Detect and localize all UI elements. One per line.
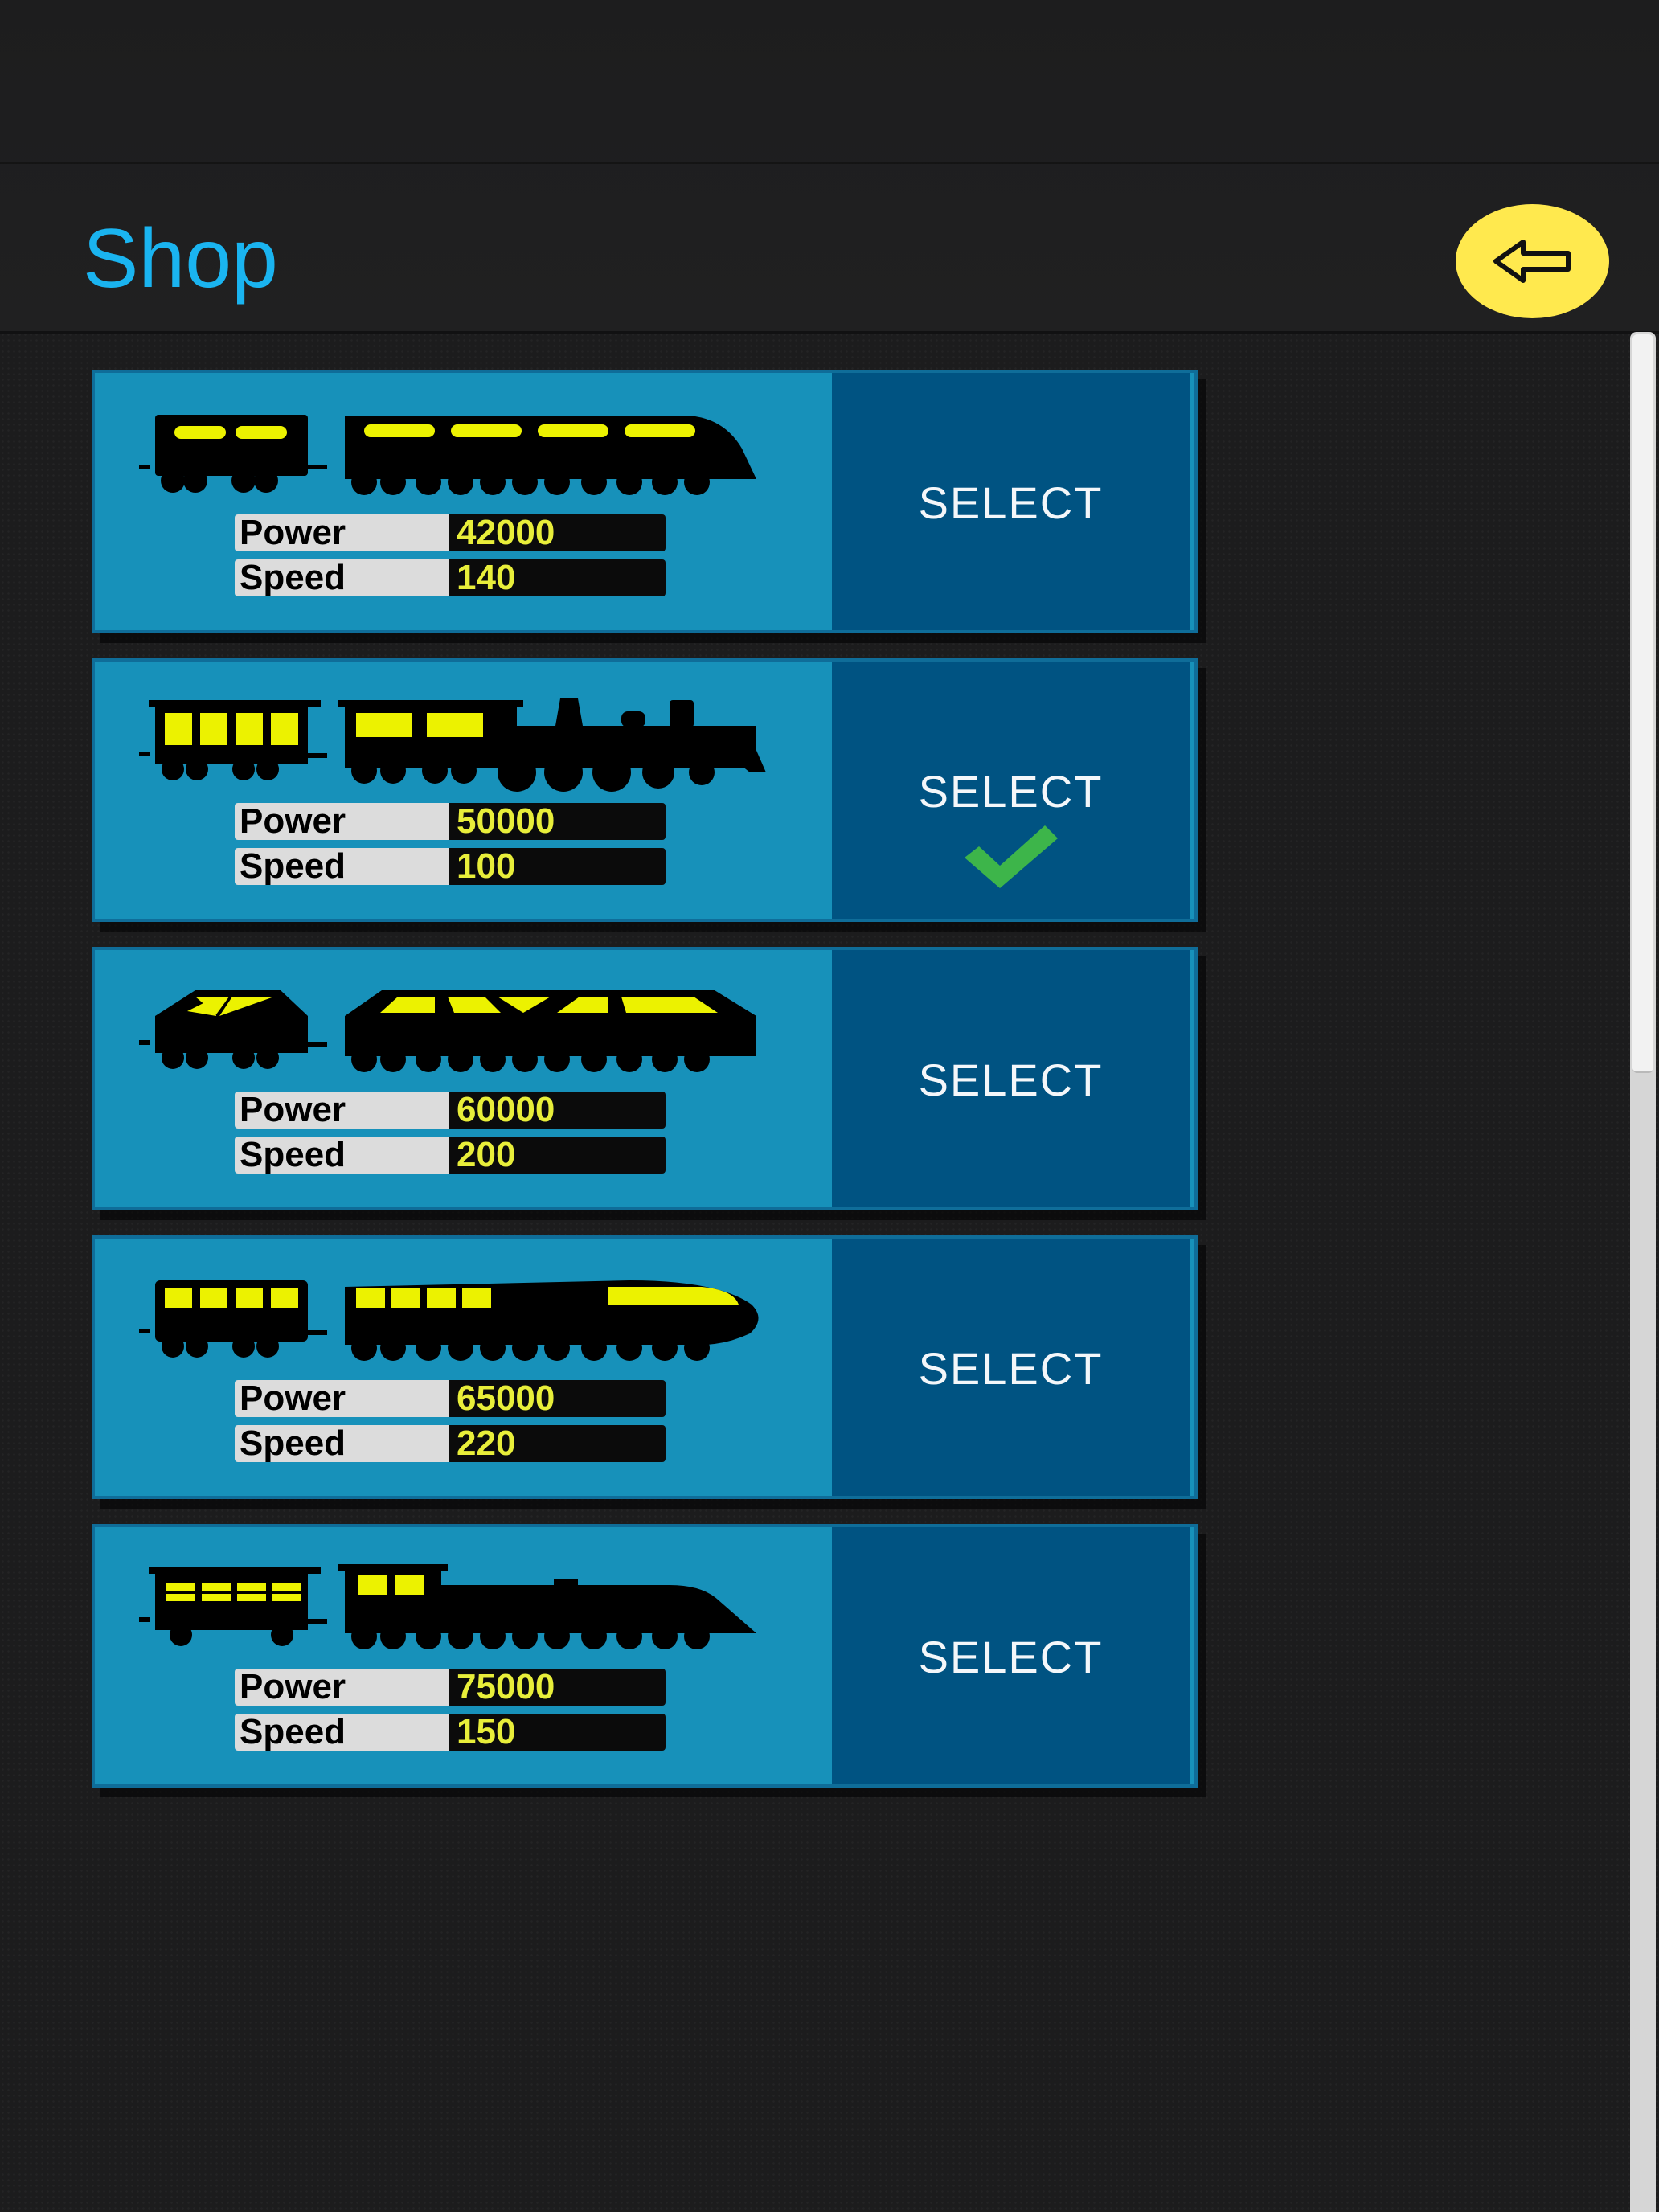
header-band [0, 0, 1659, 334]
train-list: Power 42000 Speed 140 SELECT [92, 370, 1198, 1813]
power-value: 60000 [449, 1092, 666, 1129]
power-label: Power [235, 803, 449, 840]
train-card: Power 42000 Speed 140 SELECT [92, 370, 1198, 633]
select-button[interactable]: SELECT [832, 950, 1190, 1207]
power-label: Power [235, 1092, 449, 1129]
power-row: Power 65000 [235, 1380, 666, 1417]
power-value: 50000 [449, 803, 666, 840]
select-label: SELECT [918, 477, 1104, 528]
power-label: Power [235, 1380, 449, 1417]
train-stats: Power 65000 Speed 220 [235, 1380, 666, 1470]
page-title: Shop [83, 212, 278, 305]
power-value: 42000 [449, 514, 666, 551]
header-divider-top [0, 162, 1659, 164]
speed-value: 140 [449, 559, 666, 596]
speed-label: Speed [235, 1425, 449, 1462]
speed-label: Speed [235, 1714, 449, 1751]
power-value: 65000 [449, 1380, 666, 1417]
select-label: SELECT [918, 766, 1104, 817]
select-button[interactable]: SELECT [832, 1527, 1190, 1784]
speed-row: Speed 100 [235, 848, 666, 885]
power-row: Power 50000 [235, 803, 666, 840]
speed-label: Speed [235, 1137, 449, 1174]
speed-row: Speed 200 [235, 1137, 666, 1174]
steam-locomotive-icon [139, 698, 766, 792]
train-card: Power 75000 Speed 150 SELECT [92, 1524, 1198, 1788]
train-stats: Power 75000 Speed 150 [235, 1669, 666, 1759]
scrollbar[interactable] [1630, 332, 1656, 2212]
speed-value: 100 [449, 848, 666, 885]
train-stats: Power 50000 Speed 100 [235, 803, 666, 893]
speed-value: 220 [449, 1425, 666, 1462]
speed-value: 150 [449, 1714, 666, 1751]
power-label: Power [235, 514, 449, 551]
diesel-train-icon [139, 1564, 756, 1649]
train-card: Power 60000 Speed 200 SELECT [92, 947, 1198, 1210]
train-stats: Power 42000 Speed 140 [235, 514, 666, 604]
select-label: SELECT [918, 1343, 1104, 1394]
back-button[interactable] [1456, 204, 1609, 318]
speed-row: Speed 140 [235, 559, 666, 596]
back-arrow-icon [1493, 240, 1571, 283]
header-divider-bottom [0, 331, 1659, 334]
train-stats: Power 60000 Speed 200 [235, 1092, 666, 1182]
select-button[interactable]: SELECT [832, 662, 1190, 919]
select-label: SELECT [918, 1055, 1104, 1105]
checkmark-icon [965, 825, 1058, 888]
streamliner-train-icon [139, 415, 756, 495]
speed-label: Speed [235, 848, 449, 885]
speed-row: Speed 220 [235, 1425, 666, 1462]
bullet-train-icon [139, 1280, 759, 1361]
speed-row: Speed 150 [235, 1714, 666, 1751]
scrollbar-thumb[interactable] [1632, 334, 1653, 1073]
power-row: Power 75000 [235, 1669, 666, 1706]
train-card: Power 65000 Speed 220 SELECT [92, 1235, 1198, 1499]
train-card: Power 50000 Speed 100 SELECT [92, 658, 1198, 922]
speed-label: Speed [235, 559, 449, 596]
power-value: 75000 [449, 1669, 666, 1706]
power-row: Power 42000 [235, 514, 666, 551]
speed-value: 200 [449, 1137, 666, 1174]
power-label: Power [235, 1669, 449, 1706]
power-row: Power 60000 [235, 1092, 666, 1129]
select-button[interactable]: SELECT [832, 373, 1190, 630]
select-label: SELECT [918, 1632, 1104, 1682]
select-button[interactable]: SELECT [832, 1239, 1190, 1496]
freight-train-icon [139, 990, 756, 1072]
